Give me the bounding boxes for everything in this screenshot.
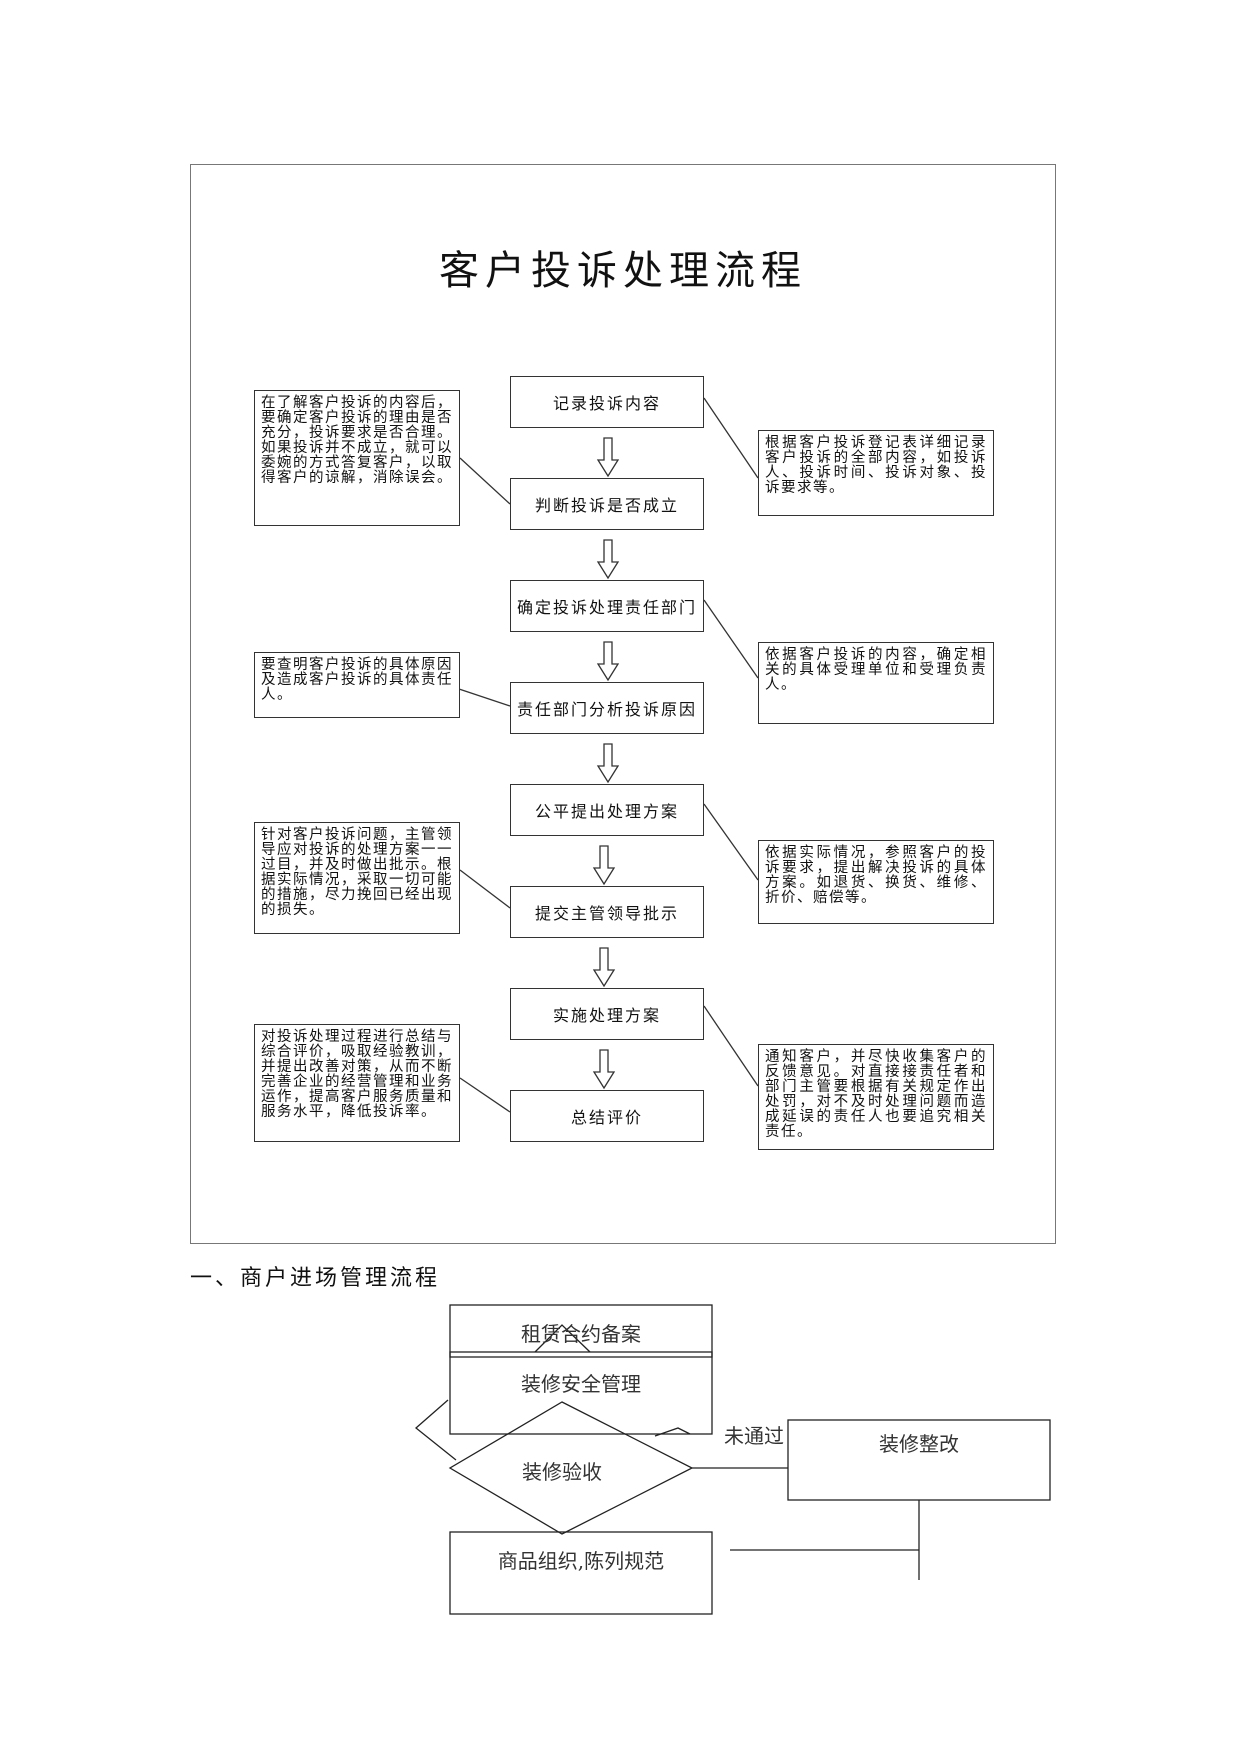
page-title: 客户投诉处理流程 [439,248,807,294]
arrow-7-8 [592,1049,616,1090]
step-summary-evaluation: 总结评价 [510,1090,704,1142]
inspect-diamond [448,1401,694,1535]
connector-approve-note [459,869,511,909]
note-summary: 对投诉处理过程进行总结与综合评价，吸取经验教训，并提出改善对策，从而不断完善企业… [254,1024,460,1142]
safety-label: 装修安全管理 [521,1372,641,1396]
goods-label: 商品组织,陈列规范 [497,1549,665,1573]
connector-summary-note [459,1077,511,1113]
goods-box [449,1531,713,1615]
lease-label: 租赁合约备案 [521,1322,641,1346]
step-record-complaint: 记录投诉内容 [510,376,704,428]
arrow-5-6 [592,845,616,886]
note-dept: 依据客户投诉的内容，确定相关的具体受理单位和受理负责人。 [758,642,994,724]
section-heading: 一、商户进场管理流程 [190,1266,441,1291]
arrow-2-3 [596,539,620,580]
inspect-label: 装修验收 [522,1460,602,1484]
arrow-1-2 [596,437,620,478]
rectify-label: 装修整改 [879,1432,959,1456]
step-assign-department: 确定投诉处理责任部门 [510,580,704,632]
connector-record-note [703,397,759,479]
lease-box [449,1304,713,1358]
note-judge: 在了解客户投诉的内容后，要确定客户投诉的理由是否充分，投诉要求是否合理。如果投诉… [254,390,460,526]
connector-plan-note [703,803,759,881]
connector-analyze-note [455,687,511,707]
flowchart-frame [190,164,1056,1244]
diamond-fragment-left [414,1399,457,1461]
arrow-3-4 [596,641,620,682]
note-record: 根据客户投诉登记表详细记录客户投诉的全部内容，如投诉人、投诉时间、投诉对象、投诉… [758,430,994,516]
note-plan: 依据实际情况，参照客户的投诉要求，提出解决投诉的具体方案。如退货、换货、维修、折… [758,840,994,924]
step-propose-solution: 公平提出处理方案 [510,784,704,836]
connector-implement-note [703,1005,759,1087]
safety-box [449,1351,713,1435]
step-judge-complaint: 判断投诉是否成立 [510,478,704,530]
step-implement-solution: 实施处理方案 [510,988,704,1040]
note-analyze: 要查明客户投诉的具体原因及造成客户投诉的具体责任人。 [254,652,460,718]
arrow-4-5 [596,743,620,784]
connector-dept-note [703,599,759,679]
note-implement: 通知客户，并尽快收集客户的反馈意见。对直接接责任者和部门主管要根据有关规定作出处… [758,1044,994,1150]
fail-label: 未通过 [724,1424,784,1448]
arrow-6-7 [592,947,616,988]
step-submit-approval: 提交主管领导批示 [510,886,704,938]
diamond-fragment-right [654,1427,691,1437]
note-approve: 针对客户投诉问题，主管领导应对投诉的处理方案一一过目，并及时做出批示。根据实际情… [254,822,460,934]
step-analyze-cause: 责任部门分析投诉原因 [510,682,704,734]
diamond-fragment-top [534,1324,591,1353]
connector-judge-note [459,457,511,505]
